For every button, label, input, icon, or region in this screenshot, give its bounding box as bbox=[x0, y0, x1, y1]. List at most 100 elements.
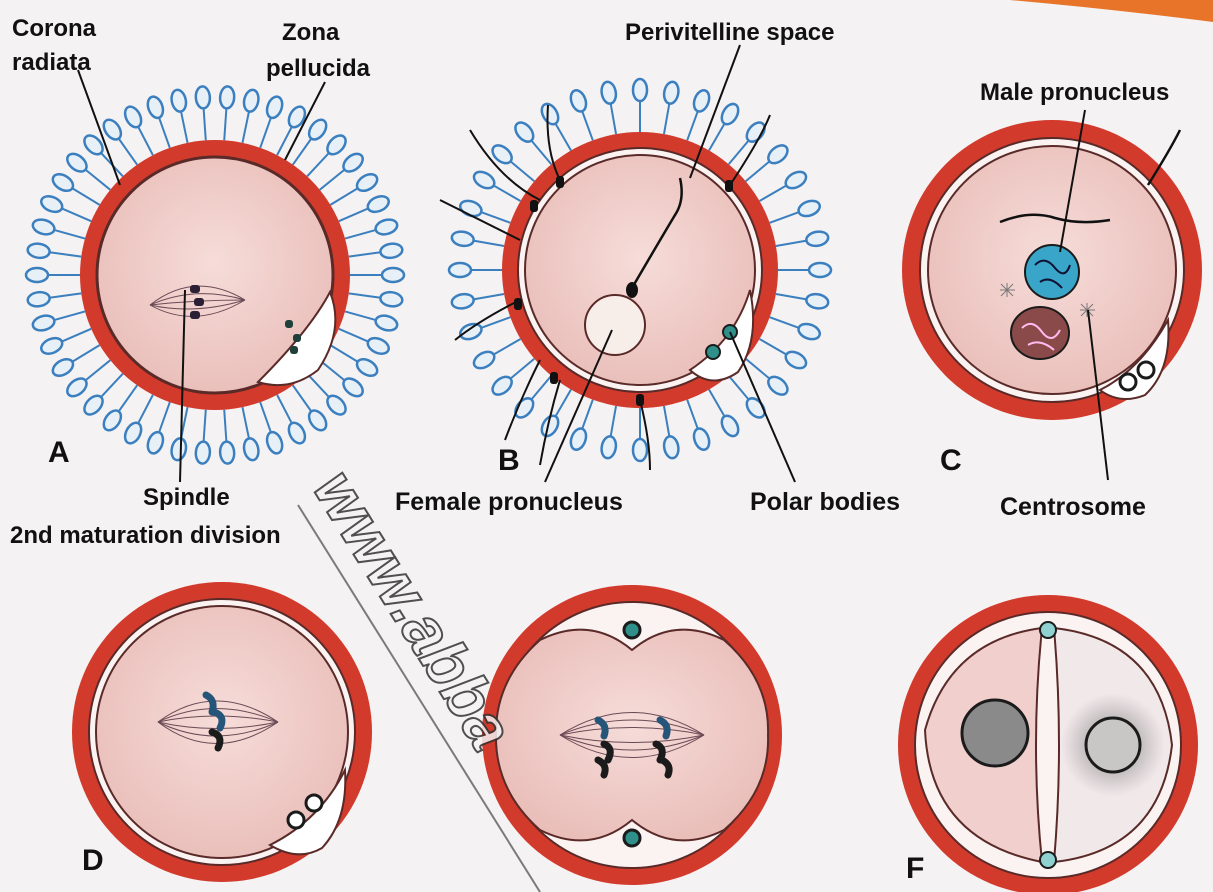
polar-body-b1 bbox=[706, 345, 720, 359]
nucleus-left-f bbox=[962, 700, 1028, 766]
corona-cell-stalk bbox=[53, 311, 85, 320]
corona-cell bbox=[796, 198, 821, 219]
corona-cell bbox=[805, 230, 829, 248]
corona-cell bbox=[195, 441, 210, 464]
panel-e bbox=[482, 585, 782, 885]
corona-cell bbox=[718, 413, 741, 439]
corona-cell bbox=[145, 95, 166, 120]
corona-cell bbox=[50, 356, 76, 379]
corona-cell-stalk bbox=[320, 360, 346, 381]
panel-letter-f: F bbox=[906, 852, 924, 885]
corona-cell bbox=[783, 348, 809, 371]
corona-cell-stalk bbox=[493, 339, 521, 355]
corona-cell-stalk bbox=[709, 123, 725, 151]
corona-cell bbox=[451, 230, 475, 248]
page-corner-accent bbox=[1010, 0, 1213, 22]
corona-cell bbox=[600, 435, 618, 459]
corona-cell bbox=[26, 268, 48, 282]
corona-cell bbox=[242, 89, 260, 113]
label-corona-radiata-line1: Corona bbox=[12, 15, 97, 42]
panel-a: A bbox=[26, 86, 404, 469]
corona-cell bbox=[264, 95, 285, 120]
corona-cell-stalk bbox=[71, 345, 99, 362]
corona-cell bbox=[379, 242, 403, 259]
corona-cell bbox=[306, 407, 330, 433]
corona-cell-stalk bbox=[138, 126, 153, 155]
corona-cell bbox=[691, 426, 712, 451]
corona-cell-stalk bbox=[293, 138, 312, 165]
male-pronucleus-c bbox=[1025, 245, 1079, 299]
corona-cell-stalk bbox=[473, 294, 505, 300]
corona-cell bbox=[796, 321, 821, 342]
corona-cell-stalk bbox=[555, 390, 571, 418]
corona-cell-stalk bbox=[85, 360, 111, 381]
label-spindle: Spindle bbox=[143, 484, 230, 511]
panel-c: C bbox=[902, 120, 1202, 477]
corona-cell bbox=[354, 356, 380, 379]
corona-cell-stalk bbox=[339, 329, 369, 342]
label-zona-pellucida-line2: pellucida bbox=[266, 55, 371, 82]
corona-cell-stalk bbox=[709, 390, 725, 418]
corona-cell-stalk bbox=[260, 402, 271, 433]
panel-letter-b: B bbox=[498, 444, 520, 477]
corona-cell bbox=[451, 292, 475, 310]
corona-cell-stalk bbox=[770, 212, 800, 223]
corona-cell-stalk bbox=[85, 169, 111, 190]
corona-cell-stalk bbox=[181, 111, 188, 143]
polar-body-c1 bbox=[1120, 374, 1136, 390]
corona-cell bbox=[449, 263, 471, 277]
corona-cell bbox=[662, 81, 680, 105]
corona-cell-stalk bbox=[345, 311, 377, 320]
polar-body-e2 bbox=[624, 830, 640, 846]
corona-cell-stalk bbox=[531, 376, 552, 401]
corona-cell-stalk bbox=[349, 252, 382, 256]
corona-cell-stalk bbox=[118, 138, 137, 165]
corona-cell bbox=[382, 268, 404, 282]
corona-cell-stalk bbox=[349, 293, 382, 297]
polar-body-e1 bbox=[624, 622, 640, 638]
corona-cell-stalk bbox=[510, 359, 535, 380]
corona-cell bbox=[195, 86, 210, 109]
corona-cell bbox=[365, 193, 391, 215]
corona-cell-stalk bbox=[307, 152, 330, 176]
corona-cell-stalk bbox=[339, 208, 369, 221]
corona-cell bbox=[31, 217, 56, 236]
corona-cell bbox=[805, 292, 829, 310]
corona-cell-stalk bbox=[664, 406, 670, 438]
corona-cell bbox=[662, 435, 680, 459]
corona-cell-stalk bbox=[687, 400, 698, 430]
corona-cell bbox=[39, 335, 65, 357]
corona-cell bbox=[27, 291, 51, 308]
corona-cell bbox=[122, 420, 145, 446]
label-perivitelline-space: Perivitelline space bbox=[625, 19, 834, 46]
corona-cell-stalk bbox=[345, 230, 377, 239]
corona-cell bbox=[286, 420, 309, 446]
corona-cell bbox=[718, 101, 741, 127]
polar-body-c2 bbox=[1138, 362, 1154, 378]
polar-body-d2 bbox=[306, 795, 322, 811]
corona-cell bbox=[39, 193, 65, 215]
label-polar-bodies: Polar bodies bbox=[750, 488, 900, 516]
corona-cell bbox=[471, 168, 497, 191]
corona-cell-stalk bbox=[610, 103, 616, 135]
label-zona-pellucida-line1: Zona bbox=[282, 19, 340, 46]
corona-cell bbox=[633, 79, 647, 101]
polar-body-f2 bbox=[1040, 852, 1056, 868]
polar-body-d1 bbox=[288, 812, 304, 828]
corona-cell-stalk bbox=[473, 240, 505, 246]
corona-cell-stalk bbox=[610, 406, 616, 438]
corona-cell bbox=[122, 104, 145, 130]
corona-cell-stalk bbox=[71, 188, 99, 205]
corona-cell bbox=[458, 321, 483, 342]
corona-cell-stalk bbox=[770, 317, 800, 328]
corona-cell bbox=[568, 426, 589, 451]
corona-cell bbox=[264, 430, 285, 455]
corona-cell-stalk bbox=[277, 395, 292, 424]
corona-cell-stalk bbox=[49, 293, 82, 297]
label-second-maturation-division: 2nd maturation division bbox=[10, 522, 281, 549]
corona-cell-stalk bbox=[242, 407, 249, 439]
corona-cell-stalk bbox=[100, 374, 123, 398]
corona-cell-stalk bbox=[582, 400, 593, 430]
corona-cell-stalk bbox=[320, 169, 346, 190]
